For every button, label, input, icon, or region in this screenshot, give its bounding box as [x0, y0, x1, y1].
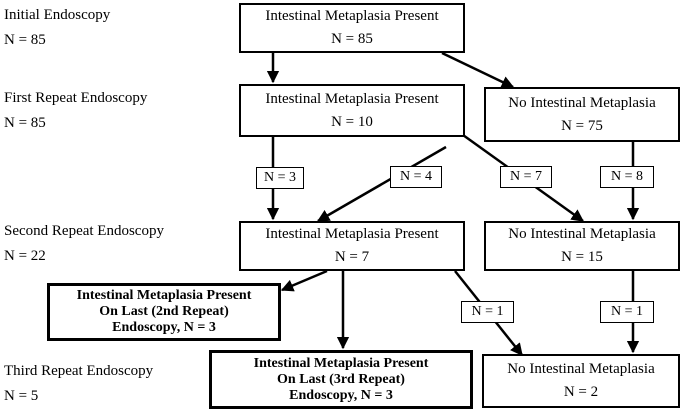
box-count: N = 10 — [331, 113, 373, 130]
stage-label: First Repeat Endoscopy — [4, 90, 148, 106]
stage-label: Initial Endoscopy — [4, 7, 111, 23]
box-third-no-im: No Intestinal Metaplasia N = 2 — [482, 354, 680, 408]
box-text: Intestinal Metaplasia Present — [265, 226, 439, 242]
edge-label-im-to-im: N = 3 — [256, 167, 304, 189]
stage-count: N = 85 — [4, 115, 46, 131]
arrow-second-im-to-final-2nd — [280, 269, 328, 292]
box-count: N = 15 — [561, 249, 603, 265]
box-count: N = 85 — [331, 31, 373, 47]
edge-label-second-no-im-to-third-no-im: N = 1 — [600, 301, 654, 323]
arrow-first-no-im-to-second-im — [316, 145, 447, 223]
box-count: N = 75 — [561, 117, 603, 134]
box-text-line3: Endoscopy, N = 3 — [289, 387, 393, 403]
stage-third-repeat: Third Repeat Endoscopy N = 5 — [4, 359, 153, 409]
box-text: No Intestinal Metaplasia — [508, 94, 656, 111]
box-final-3rd-repeat: Intestinal Metaplasia Present On Last (3… — [209, 350, 473, 409]
arrow-initial-to-first-no-im — [441, 51, 515, 89]
box-second-no-im: No Intestinal Metaplasia N = 15 — [484, 221, 680, 271]
box-initial-im: Intestinal Metaplasia Present N = 85 — [239, 3, 465, 53]
stage-initial: Initial Endoscopy N = 85 — [4, 3, 110, 53]
box-count: N = 7 — [334, 249, 370, 265]
box-first-no-im: No Intestinal Metaplasia N = 75 — [484, 87, 680, 142]
box-text: No Intestinal Metaplasia — [508, 226, 656, 242]
box-second-im: Intestinal Metaplasia Present N = 7 — [239, 221, 465, 271]
stage-count: N = 22 — [4, 248, 46, 264]
stage-first-repeat: First Repeat Endoscopy N = 85 — [4, 86, 147, 136]
stage-count: N = 85 — [4, 32, 46, 48]
box-text-line1: Intestinal Metaplasia Present — [76, 288, 252, 303]
box-text: Intestinal Metaplasia Present — [265, 90, 439, 107]
stage-label: Second Repeat Endoscopy — [4, 223, 164, 239]
box-final-2nd-repeat: Intestinal Metaplasia Present On Last (2… — [47, 283, 281, 341]
stage-second-repeat: Second Repeat Endoscopy N = 22 — [4, 219, 164, 269]
edge-label-no-im-to-no-im: N = 8 — [600, 166, 654, 188]
edge-label-im-to-no-im: N = 7 — [500, 166, 552, 188]
stage-label: Third Repeat Endoscopy — [4, 363, 154, 379]
box-text-line1: Intestinal Metaplasia Present — [253, 355, 429, 371]
stage-count: N = 5 — [4, 388, 39, 404]
box-text-line2: On Last (2nd Repeat) — [99, 304, 229, 319]
box-first-im: Intestinal Metaplasia Present N = 10 — [239, 84, 465, 137]
edge-label-second-im-to-third-no-im: N = 1 — [461, 301, 514, 323]
box-count: N = 2 — [563, 384, 599, 400]
edge-label-no-im-to-im: N = 4 — [390, 166, 442, 188]
box-text-line2: On Last (3rd Repeat) — [277, 371, 405, 387]
box-text-line3: Endoscopy, N = 3 — [112, 320, 216, 335]
box-text: Intestinal Metaplasia Present — [265, 8, 439, 24]
box-text: No Intestinal Metaplasia — [507, 361, 655, 377]
